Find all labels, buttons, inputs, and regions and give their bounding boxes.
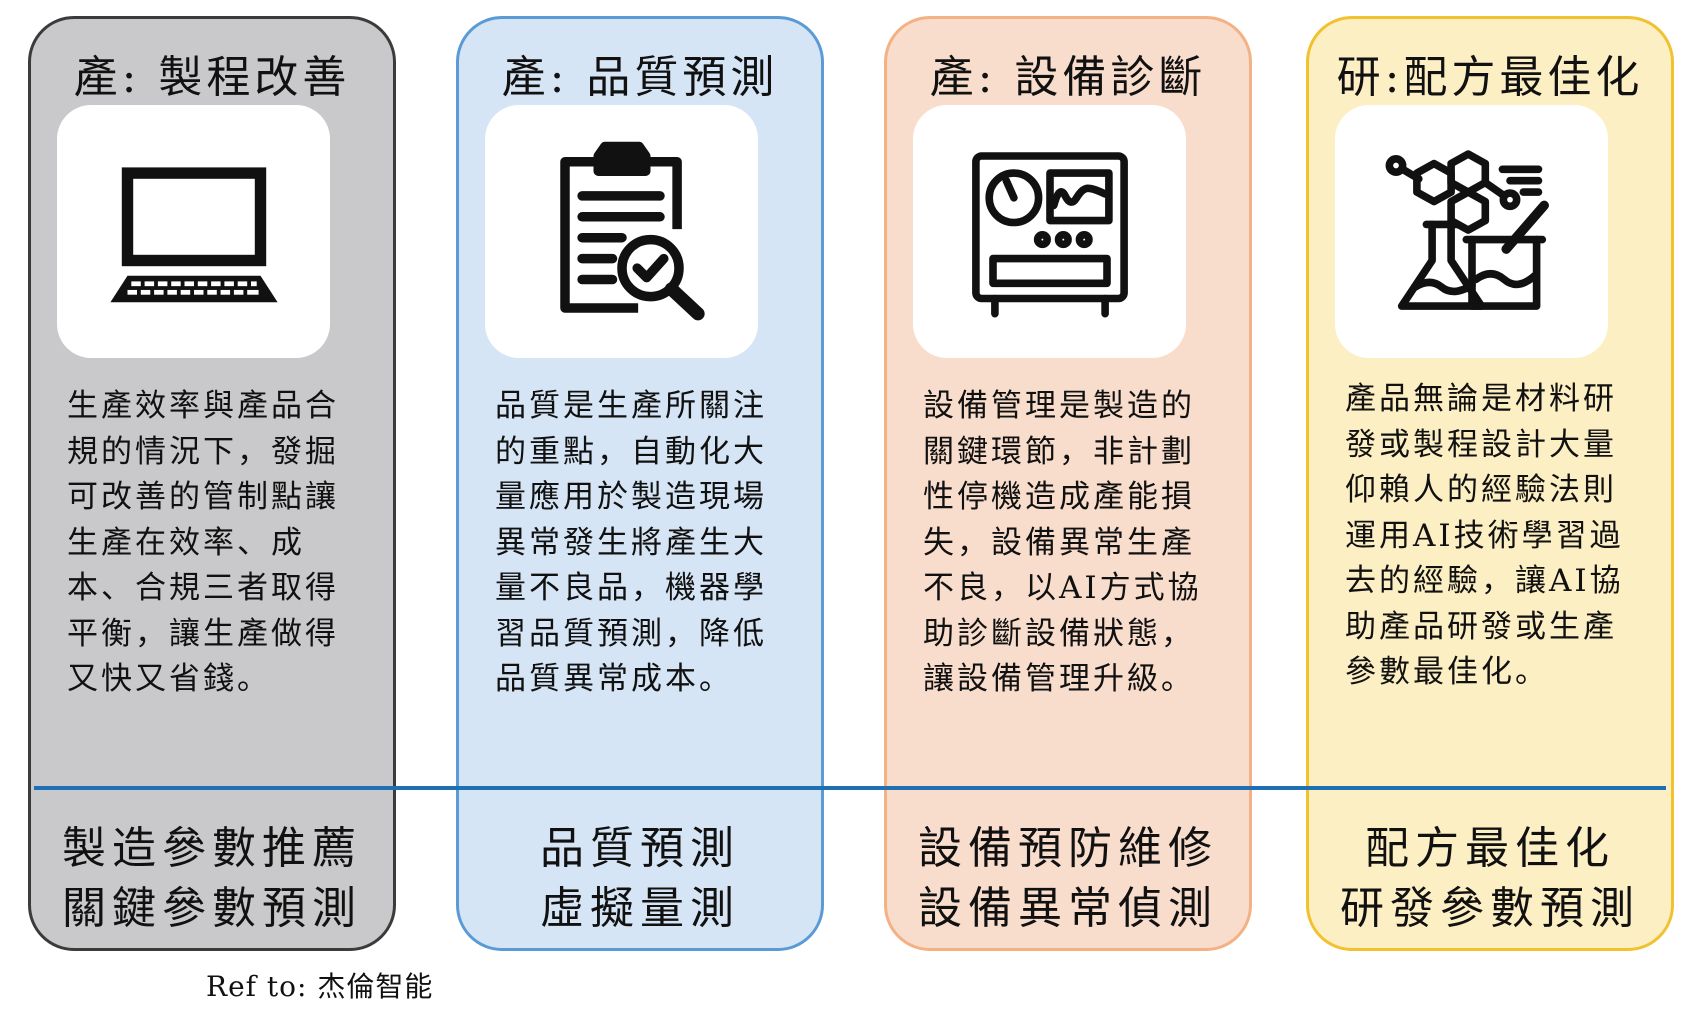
- card-bottom-labels: 品質預測 虛擬量測: [459, 819, 821, 939]
- card-title: 研:配方最佳化: [1336, 52, 1644, 103]
- card-equipment-diagnosis: 產: 設備診斷 設備管理是製造的關鍵環節，非計劃性停機造成產能損失，設備異常生產…: [884, 16, 1252, 951]
- card-process-improvement: 產: 製程改善 生產效率與產品合規的情況下，發掘可改善的管制點讓生產在效率、成本…: [28, 16, 396, 951]
- card-description: 生產效率與產品合規的情況下，發掘可改善的管制點讓生產在效率、成本、合規三者取得平…: [67, 388, 339, 697]
- bottom-label-2: 設備異常偵測: [918, 883, 1218, 934]
- card-title: 產: 製程改善: [73, 52, 351, 103]
- card-title: 產: 設備診斷: [929, 52, 1207, 103]
- bottom-label-2: 虛擬量測: [540, 883, 740, 934]
- card-description: 設備管理是製造的關鍵環節，非計劃性停機造成產能損失，設備異常生產不良，以AI方式…: [923, 388, 1202, 697]
- bottom-label-2: 關鍵參數預測: [62, 883, 362, 934]
- card-description: 產品無論是材料研發或製程設計大量仰賴人的經驗法則運用AI技術學習過去的經驗，讓A…: [1345, 381, 1624, 690]
- bottom-label-1: 設備預防維修: [918, 823, 1218, 874]
- card-recipe-optimization: 研:配方最佳化 產品無論是材料研發或製程設計大量仰賴人的經驗法則運用AI技術學習…: [1306, 16, 1674, 951]
- icon-box: [1335, 105, 1608, 358]
- icon-box: [485, 105, 758, 358]
- lab-molecule-icon: [1385, 149, 1549, 310]
- card-bottom-labels: 設備預防維修 設備異常偵測: [887, 819, 1249, 939]
- card-title: 產: 品質預測: [501, 52, 779, 103]
- bottom-label-1: 製造參數推薦: [62, 823, 362, 874]
- clipboard-magnifier-icon: [559, 141, 705, 320]
- icon-box: [57, 105, 330, 358]
- bottom-label-1: 配方最佳化: [1365, 823, 1615, 874]
- bottom-label-2: 研發參數預測: [1340, 883, 1640, 934]
- card-description: 品質是生產所關注的重點，自動化大量應用於製造現場異常發生將產生大量不良品，機器學…: [495, 388, 767, 697]
- card-bottom-labels: 配方最佳化 研發參數預測: [1309, 819, 1671, 939]
- equipment-panel-icon: [971, 151, 1128, 317]
- card-quality-prediction: 產: 品質預測 品質是生產所關注的重點，自動化大量應用於製造現場異常發生將產生大…: [456, 16, 824, 951]
- laptop-icon: [109, 166, 278, 302]
- horizontal-divider: [34, 786, 1666, 790]
- card-bottom-labels: 製造參數推薦 關鍵參數預測: [31, 819, 393, 939]
- bottom-label-1: 品質預測: [540, 823, 740, 874]
- icon-box: [913, 105, 1186, 358]
- reference-note: Ref to: 杰倫智能: [206, 970, 434, 1003]
